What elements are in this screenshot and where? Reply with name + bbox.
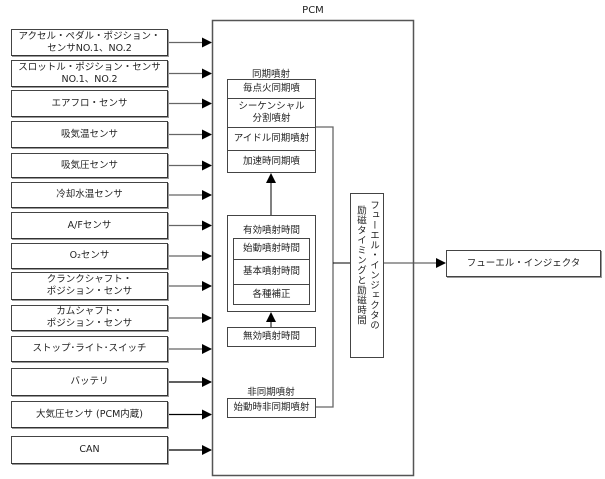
effective-time-block: 有効噴射時間 始動噴射時間 基本噴射時間 各種補正 (227, 215, 316, 312)
input-sensor-box: 吸気圧センサ (11, 153, 168, 178)
input-sensor-box: CAN (11, 436, 168, 464)
input-sensor-label: 吸気圧センサ (60, 159, 118, 171)
effective-row-text: 基本噴射時間 (242, 266, 300, 277)
input-sensor-box: ストップ･ライト･スイッチ (11, 336, 168, 362)
input-sensor-box: O₂センサ (11, 243, 168, 269)
sync-row-acceleration: 加速時同期噴 (228, 151, 315, 173)
pcm-box (211, 19, 415, 477)
input-sensor-label: 冷却水温センサ (56, 189, 123, 200)
effective-row-text: 始動噴射時間 (242, 243, 300, 254)
async-injection-title: 非同期噴射 (247, 387, 295, 398)
async-injection-text: 始動時非同期噴射 (233, 402, 310, 413)
input-sensor-box: 吸気温センサ (11, 121, 168, 148)
input-sensor-box: アクセル・ペダル・ポジション・センサNO.1、NO.2 (11, 29, 168, 56)
input-sensor-label: 大気圧センサ (PCM内蔵) (36, 408, 143, 420)
input-sensor-box: 大気圧センサ (PCM内蔵) (11, 401, 168, 428)
energize-line2: 励磁タイミングと励磁時間 (355, 205, 366, 325)
input-sensor-label: A/Fセンサ (67, 219, 112, 231)
effective-row-correction: 各種補正 (234, 285, 309, 304)
input-sensor-label: CAN (79, 444, 100, 455)
effective-row-basic: 基本噴射時間 (234, 260, 309, 285)
sync-injection-block: 毎点火同期噴 シーケンシャル 分割噴射 アイドル同期噴射 加速時同期噴 (227, 79, 316, 173)
input-sensor-label: アクセル・ペダル・ポジション・ (18, 30, 161, 42)
invalid-time-box: 無効噴射時間 (227, 327, 316, 347)
input-sensor-label: スロットル・ポジション・センサ (18, 61, 161, 73)
input-sensor-label: O₂センサ (69, 250, 110, 261)
sync-row-text: アイドル同期噴射 (233, 133, 310, 144)
invalid-time-text: 無効噴射時間 (242, 331, 300, 342)
input-sensor-label: カムシャフト・ (56, 306, 123, 317)
input-sensor-box: A/Fセンサ (11, 212, 168, 239)
input-sensor-box: カムシャフト・ポジション・センサ (11, 305, 168, 331)
input-arrows (168, 37, 212, 455)
fuel-injector-text: フューエル・インジェクタ (466, 257, 581, 269)
input-sensor-label: ストップ･ライト･スイッチ (32, 343, 147, 354)
sync-collector-line (315, 126, 334, 408)
sync-injection-title: 同期噴射 (251, 69, 290, 80)
sync-row-idle: アイドル同期噴射 (228, 128, 315, 151)
input-sensor-label: クランクシャフト・ (46, 274, 133, 285)
energize-text: フューエル・インジェクタの 励磁タイミングと励磁時間 (354, 200, 380, 330)
input-sensor-label: ポジション・センサ (46, 318, 133, 329)
input-sensor-label: ポジション・センサ (46, 286, 133, 297)
sync-row-sequential: シーケンシャル 分割噴射 (228, 99, 315, 128)
sync-row-text: シーケンシャル (238, 101, 305, 112)
input-sensor-box: クランクシャフト・ポジション・センサ (11, 272, 168, 300)
fuel-injector-box: フューエル・インジェクタ (446, 250, 601, 277)
effective-row-text: 各種補正 (252, 288, 291, 300)
input-sensor-label: エアフロ・センサ (51, 97, 128, 109)
input-sensor-label: 吸気温センサ (60, 128, 118, 140)
async-injection-box: 始動時非同期噴射 (227, 398, 316, 418)
input-sensor-box: バッテリ (11, 368, 168, 396)
sync-row-text: 毎点火同期噴 (242, 83, 300, 94)
input-sensor-box: 冷却水温センサ (11, 182, 168, 208)
input-sensor-label: NO.1、NO.2 (61, 73, 118, 85)
pcm-title: PCM (302, 5, 324, 16)
energize-line1: フューエル・インジェクタの (368, 200, 379, 330)
sync-row-every-ignition: 毎点火同期噴 (228, 80, 315, 99)
input-sensor-label: センサNO.1、NO.2 (47, 42, 132, 54)
sync-row-text: 加速時同期噴 (242, 156, 300, 167)
sync-row-text: 分割噴射 (252, 113, 291, 124)
effective-time-inner: 始動噴射時間 基本噴射時間 各種補正 (233, 238, 310, 305)
input-sensor-label: バッテリ (70, 376, 109, 387)
effective-time-title: 有効噴射時間 (242, 225, 300, 236)
effective-row-start: 始動噴射時間 (234, 239, 309, 260)
input-sensor-box: エアフロ・センサ (11, 90, 168, 117)
energize-box: フューエル・インジェクタの 励磁タイミングと励磁時間 (350, 193, 384, 358)
